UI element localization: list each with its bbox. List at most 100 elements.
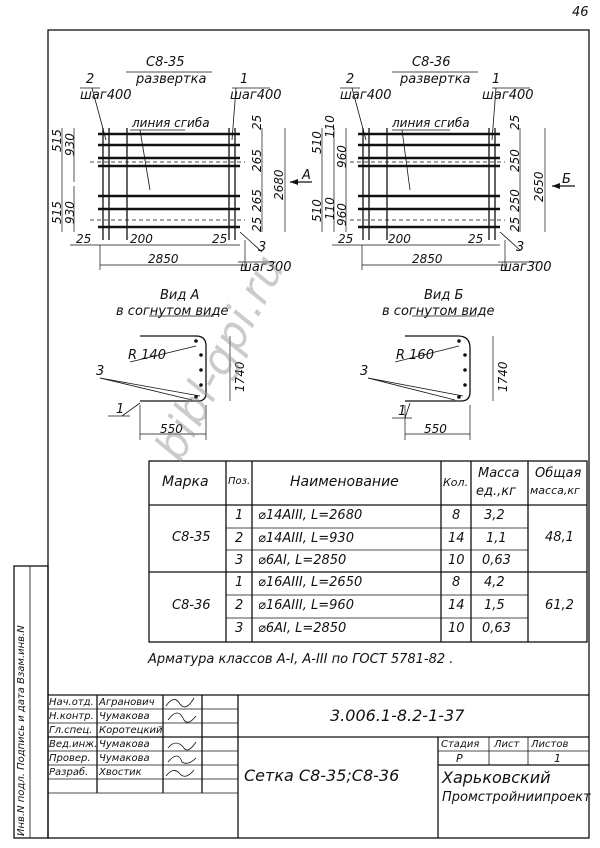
c836-d2650: 2650: [532, 171, 546, 202]
c835-d25b: 25: [250, 216, 264, 232]
c836-d510b: 510: [310, 199, 324, 222]
row-mass: 1,5: [484, 598, 505, 613]
c836-title: С8-36: [412, 55, 451, 70]
view-a-bent: [99, 315, 231, 440]
vid-b-width: 550: [424, 422, 447, 436]
c835-pos3: 3: [258, 240, 267, 255]
c835-d2850: 2850: [148, 252, 179, 266]
c836-step2: шаг400: [340, 88, 392, 103]
tb-name: Чумакова: [99, 711, 150, 722]
c835-bend-line: линия сгиба: [132, 116, 210, 130]
tb-code: 3.006.1-8.2-1-37: [330, 706, 465, 725]
c835-step1: шаг400: [230, 88, 282, 103]
side-strip-label: Инв.N подл. Подпись и дата Взам.инв.N: [16, 625, 27, 836]
group-total-c835: 48,1: [545, 530, 574, 545]
row-mass: 3,2: [484, 508, 505, 523]
tb-org2: Промстройниипроект: [442, 790, 591, 805]
tb-title: Сетка С8-35;С8-36: [244, 766, 400, 785]
row-qty: 14: [448, 598, 465, 613]
vid-b-height: 1740: [496, 361, 510, 392]
c835-subtitle: развертка: [136, 72, 207, 87]
c835-d2680: 2680: [272, 169, 286, 200]
row-name: ⌀16AIII, L=960: [258, 598, 354, 613]
row-pos: 3: [235, 553, 244, 568]
tb-name: Чумакова: [99, 739, 150, 750]
view-b-bent: [367, 315, 494, 440]
c835-arrow-a: А: [302, 168, 311, 183]
row-name: ⌀16AIII, L=2650: [258, 575, 363, 590]
th-mark: Марка: [162, 474, 209, 490]
row-qty: 10: [448, 621, 465, 636]
c836-d960b: 960: [335, 203, 349, 226]
tb-stage-label: Стадия: [441, 739, 480, 750]
row-pos: 1: [235, 508, 244, 523]
tb-role: Гл.спец.: [49, 725, 93, 736]
c835-d25t: 25: [250, 114, 264, 130]
page-number: 46: [572, 5, 589, 20]
th-qty: Кол.: [443, 476, 469, 489]
c835-step3: шаг300: [240, 260, 292, 275]
c836-bend-line: линия сгиба: [392, 116, 470, 130]
row-qty: 8: [452, 508, 461, 523]
c835-d515b: 515: [50, 201, 64, 224]
row-mass: 4,2: [484, 575, 505, 590]
th-mass1: Масса: [478, 466, 520, 481]
tb-sheets-label: Листов: [531, 739, 569, 750]
tb-role: Разраб.: [49, 767, 89, 778]
row-pos: 1: [235, 575, 244, 590]
tb-sheet-label: Лист: [494, 739, 520, 750]
tb-role: Н.контр.: [49, 711, 94, 722]
view-c835: [61, 71, 312, 270]
c836-d510a: 510: [310, 131, 324, 154]
group-mark-c835: С8-35: [172, 530, 211, 545]
sheet-frame: [47, 29, 590, 839]
c836-pos2: 2: [346, 72, 355, 87]
tb-role: Вед.инж.: [49, 739, 98, 750]
row-mass: 0,63: [482, 553, 511, 568]
row-qty: 14: [448, 531, 465, 546]
c835-step2: шаг400: [80, 88, 132, 103]
c836-step1: шаг400: [482, 88, 534, 103]
c836-d110a: 110: [323, 115, 337, 138]
tb-role: Провер.: [49, 753, 91, 764]
row-pos: 3: [235, 621, 244, 636]
row-mass: 1,1: [486, 531, 507, 546]
c835-title: С8-35: [146, 55, 185, 70]
th-name: Наименование: [290, 474, 399, 490]
th-total1: Общая: [535, 466, 582, 481]
vid-a-pos3: 3: [96, 364, 105, 379]
vid-b-subtitle: в согнутом виде: [382, 304, 495, 319]
row-name: ⌀14AIII, L=930: [258, 531, 354, 546]
row-pos: 2: [235, 531, 244, 546]
c835-pos2: 2: [86, 72, 95, 87]
group-total-c836: 61,2: [545, 598, 574, 613]
vid-a-radius: R 140: [128, 348, 166, 363]
c836-pos3: 3: [516, 240, 525, 255]
c836-d25t: 25: [508, 114, 522, 130]
side-strip-grid: [13, 565, 49, 839]
th-total2: масса,кг: [530, 484, 580, 497]
tb-name: Коротецкий: [99, 725, 163, 736]
row-pos: 2: [235, 598, 244, 613]
c835-d930a: 930: [63, 133, 77, 156]
c836-d960a: 960: [335, 145, 349, 168]
th-mass2: ед.,кг: [476, 484, 516, 499]
tb-name: Агранович: [99, 697, 155, 708]
c836-d250b: 250: [508, 189, 522, 212]
c836-d250a: 250: [508, 149, 522, 172]
vid-b-title: Вид Б: [424, 288, 464, 303]
tb-org1: Харьковский: [442, 768, 551, 787]
c835-d25r: 25: [212, 232, 228, 246]
c835-d515a: 515: [50, 129, 64, 152]
c835-d930b: 930: [63, 201, 77, 224]
c835-pos1: 1: [240, 72, 249, 87]
tb-sheets: 1: [554, 752, 561, 765]
note-reinforcement: Арматура классов А-I, А-III по ГОСТ 5781…: [148, 652, 454, 667]
vid-a-subtitle: в согнутом виде: [116, 304, 229, 319]
tb-role: Нач.отд.: [49, 697, 94, 708]
c836-arrow-b: Б: [562, 172, 571, 187]
c836-d200: 200: [388, 232, 411, 246]
spec-table-grid: [148, 460, 588, 643]
